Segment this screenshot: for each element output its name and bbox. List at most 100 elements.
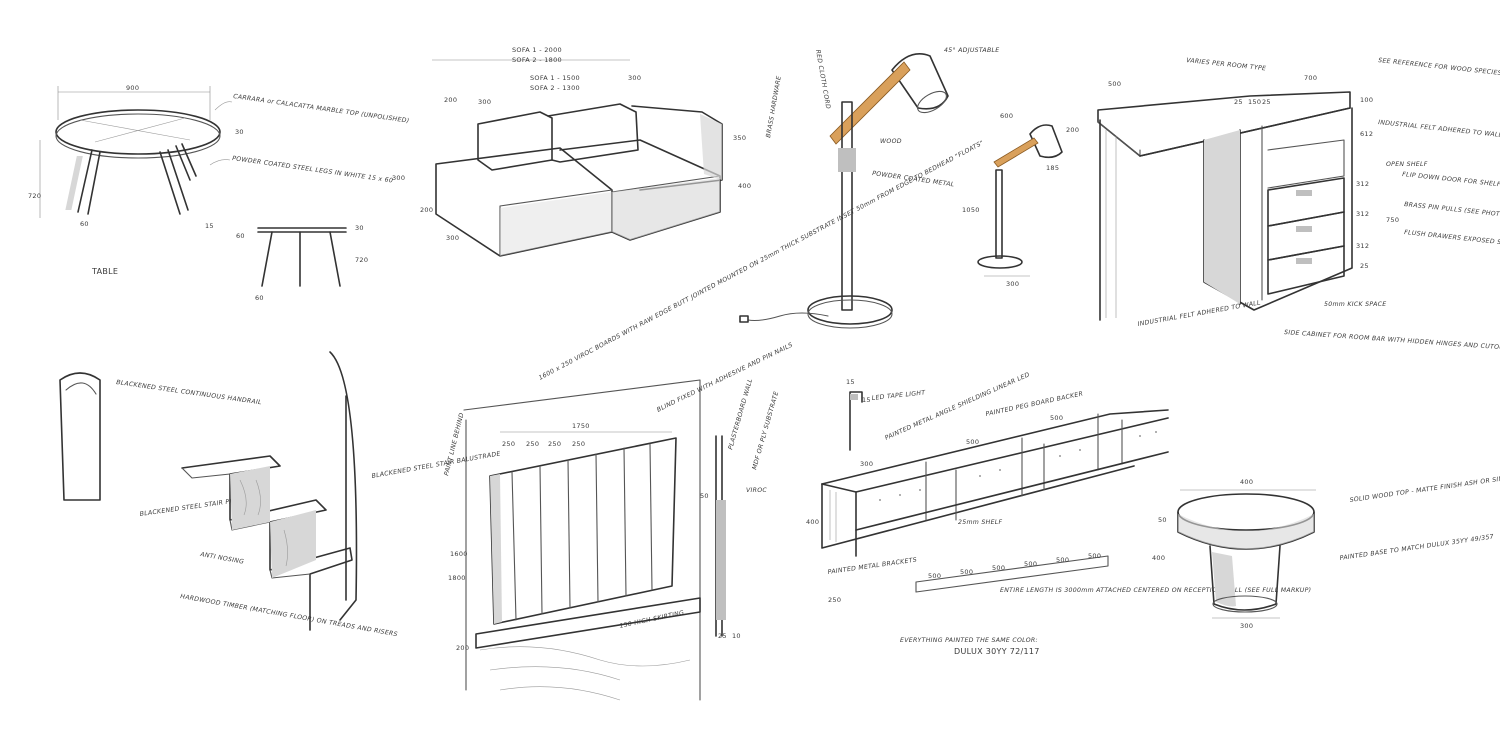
stair-note-pan: BLACKENED STEEL STAIR PAN xyxy=(139,497,239,518)
sidetable-dim-base: 300 xyxy=(1240,622,1253,630)
shelf-seg-1: 500 xyxy=(928,572,941,580)
desk-note-flip: FLIP DOWN DOOR FOR SHELF TO HOLD SAFE (R… xyxy=(1402,171,1500,200)
sofa-dim-300b: 300 xyxy=(628,74,641,82)
side-table-sketch: 400 50 400 300 SOLID WOOD TOP - MATTE FI… xyxy=(1152,469,1500,630)
table-side-leg: 60 xyxy=(255,294,264,302)
bedhead-dim-1750: 1750 xyxy=(572,422,590,430)
bedhead-dim-50: 50 xyxy=(700,492,709,500)
table-dim-top: 30 xyxy=(235,128,244,136)
sofa-dim-300c: 300 xyxy=(392,174,405,182)
desk-dim-700: 700 xyxy=(1304,74,1317,82)
desk-dim-750: 750 xyxy=(1386,216,1399,224)
sofa-sketch: SOFA 1 - 2000 SOFA 2 - 1800 SOFA 1 - 150… xyxy=(392,46,751,257)
table-note-top: CARRARA or CALACATTA MARBLE TOP (UNPOLIS… xyxy=(233,93,410,125)
desk-dim-312a: 312 xyxy=(1356,180,1369,188)
sofa-dim-300a: 300 xyxy=(478,98,491,106)
lamp-note-cord: RED CLOTH CORD xyxy=(814,49,831,110)
bedhead-dim-250a: 250 xyxy=(502,440,515,448)
desk-dim-25b: 25 xyxy=(1262,98,1271,106)
shelf-paint-code: DULUX 30YY 72/117 xyxy=(954,647,1040,656)
bedhead-dim-1800: 1800 xyxy=(448,574,466,582)
sidetable-dim-top: 400 xyxy=(1240,478,1253,486)
desk-dim-25c: 25 xyxy=(1360,262,1369,270)
bedhead-dim-10: 10 xyxy=(732,632,741,640)
shelf-dim-15a: 15 xyxy=(846,378,855,386)
desk-dim-25a: 25 xyxy=(1234,98,1243,106)
table-dim-leg-offset: 15 xyxy=(205,222,214,230)
desk-note-brass: BRASS PIN PULLS (SEE PHOTO REF) xyxy=(1404,201,1500,220)
shelf-note-paint: EVERYTHING PAINTED THE SAME COLOR: xyxy=(900,637,1038,644)
shelf-seg-5: 500 xyxy=(1056,556,1069,564)
desklamp-dim-185: 185 xyxy=(1046,164,1059,172)
lamp-note-wood: WOOD xyxy=(880,138,902,145)
stair-note-balustrade: BLACKENED STEEL STAIR BALUSTRADE xyxy=(371,450,501,480)
sofa-dim-line2: SOFA 2 - 1800 xyxy=(512,56,562,64)
shelf-dim-15b: 15 xyxy=(862,396,871,404)
desk-note-pref: SEE REFERENCE FOR WOOD SPECIES. PREFEREN… xyxy=(1378,57,1500,87)
stair-note-nosing: ANTI NOSING xyxy=(199,551,245,566)
sofa-dim-300d: 300 xyxy=(446,234,459,242)
shelf-note-length: ENTIRE LENGTH IS 3000mm ATTACHED CENTERE… xyxy=(1000,587,1311,594)
table-side-left: 60 xyxy=(236,232,245,240)
desk-dim-612: 612 xyxy=(1360,130,1373,138)
table-note-legs: POWDER COATED STEEL LEGS IN WHITE 15 x 6… xyxy=(232,155,394,185)
shelf-note-led: LED TAPE LIGHT xyxy=(871,389,926,402)
desklamp-dim-200: 200 xyxy=(1066,126,1079,134)
desk-note-side: SIDE CABINET FOR ROOM BAR WITH HIDDEN HI… xyxy=(1284,329,1500,354)
shelf-seg-6: 500 xyxy=(1088,552,1101,560)
bedhead-dim-250d: 250 xyxy=(572,440,585,448)
bedhead-note-plaster: PLASTERBOARD WALL xyxy=(727,377,754,450)
desklamp-dim-base: 300 xyxy=(1006,280,1019,288)
table-dim-height: 720 xyxy=(28,192,41,200)
table-caption: TABLE xyxy=(91,267,118,276)
desk-note-shelf: OPEN SHELF xyxy=(1386,161,1428,168)
sofa-dim-400: 400 xyxy=(738,182,751,190)
shelf-dim-500a: 500 xyxy=(1050,414,1063,422)
bedhead-note-viroc: VIROC xyxy=(746,487,767,494)
sidetable-dim-400: 400 xyxy=(1152,554,1165,562)
shelf-seg-3: 500 xyxy=(992,564,1005,572)
bedhead-note-paint: PAINT LINE BEHIND xyxy=(443,412,465,477)
shelf-dim-500b: 500 xyxy=(966,438,979,446)
desk-sketch: VARIES PER ROOM TYPE SEE REFERENCE FOR W… xyxy=(1097,57,1500,354)
shelf-dim-300: 300 xyxy=(860,460,873,468)
floor-lamp-sketch: RED CLOTH CORD 45° ADJUSTABLE BRASS HARD… xyxy=(739,46,999,329)
desk-note-drawer: FLUSH DRAWERS EXPOSED SEAMS FACE xyxy=(1404,229,1500,250)
bedhead-note-boards: 1600 x 250 VIROC BOARDS WITH RAW EDGE BU… xyxy=(538,139,985,381)
desk-dim-500: 500 xyxy=(1108,80,1121,88)
lamp-note-brass: BRASS HARDWARE xyxy=(765,75,783,138)
sofa-dim-line3: SOFA 1 - 1500 xyxy=(530,74,580,82)
desk-dim-312b: 312 xyxy=(1356,210,1369,218)
desk-dim-312c: 312 xyxy=(1356,242,1369,250)
sofa-dim-200b: 200 xyxy=(420,206,433,214)
desk-note-felt: INDUSTRIAL FELT ADHERED TO WALL xyxy=(1378,119,1500,139)
shelf-sketch: 15 15 LED TAPE LIGHT PAINTED METAL ANGLE… xyxy=(806,371,1311,656)
shelf-dim-250: 250 xyxy=(828,596,841,604)
sidetable-note-top: SOLID WOOD TOP - MATTE FINISH ASH OR SIM… xyxy=(1349,469,1500,504)
stair-note-timber: HARDWOOD TIMBER (MATCHING FLOOR) ON TREA… xyxy=(180,593,399,638)
stair-note-handrail: BLACKENED STEEL CONTINUOUS HANDRAIL xyxy=(116,379,263,406)
sofa-dim-350: 350 xyxy=(733,134,746,142)
table-sketch: 900 720 30 60 15 CARRARA or CALACATTA MA… xyxy=(28,84,410,302)
shelf-note-pegboard: PAINTED PEG BOARD BACKER xyxy=(985,390,1084,418)
sidetable-note-base: PAINTED BASE TO MATCH DULUX 35YY 49/357 xyxy=(1339,533,1494,562)
bedhead-dim-1600: 1600 xyxy=(450,550,468,558)
desklamp-dim-top: 600 xyxy=(1000,112,1013,120)
table-dim-leg: 60 xyxy=(80,220,89,228)
table-side-height: 720 xyxy=(355,256,368,264)
bedhead-dim-250c: 250 xyxy=(548,440,561,448)
desk-dim-100: 100 xyxy=(1360,96,1373,104)
shelf-seg-2: 500 xyxy=(960,568,973,576)
lamp-note-angle: 45° ADJUSTABLE xyxy=(944,46,999,54)
stair-sketch: BLACKENED STEEL CONTINUOUS HANDRAIL BLAC… xyxy=(59,351,501,638)
sofa-dim-200: 200 xyxy=(444,96,457,104)
desk-note-width: VARIES PER ROOM TYPE xyxy=(1186,57,1267,72)
desk-lamp-sketch: 600 200 185 1050 300 xyxy=(962,112,1079,288)
desk-note-kick: 50mm KICK SPACE xyxy=(1324,301,1386,308)
table-dim-width: 900 xyxy=(126,84,139,92)
desklamp-dim-height: 1050 xyxy=(962,206,980,214)
table-side-top: 30 xyxy=(355,224,364,232)
bedhead-note-mdf: MDF OR PLY SUBSTRATE xyxy=(751,390,780,470)
bedhead-dim-250b: 250 xyxy=(526,440,539,448)
sofa-dim-line4: SOFA 2 - 1300 xyxy=(530,84,580,92)
